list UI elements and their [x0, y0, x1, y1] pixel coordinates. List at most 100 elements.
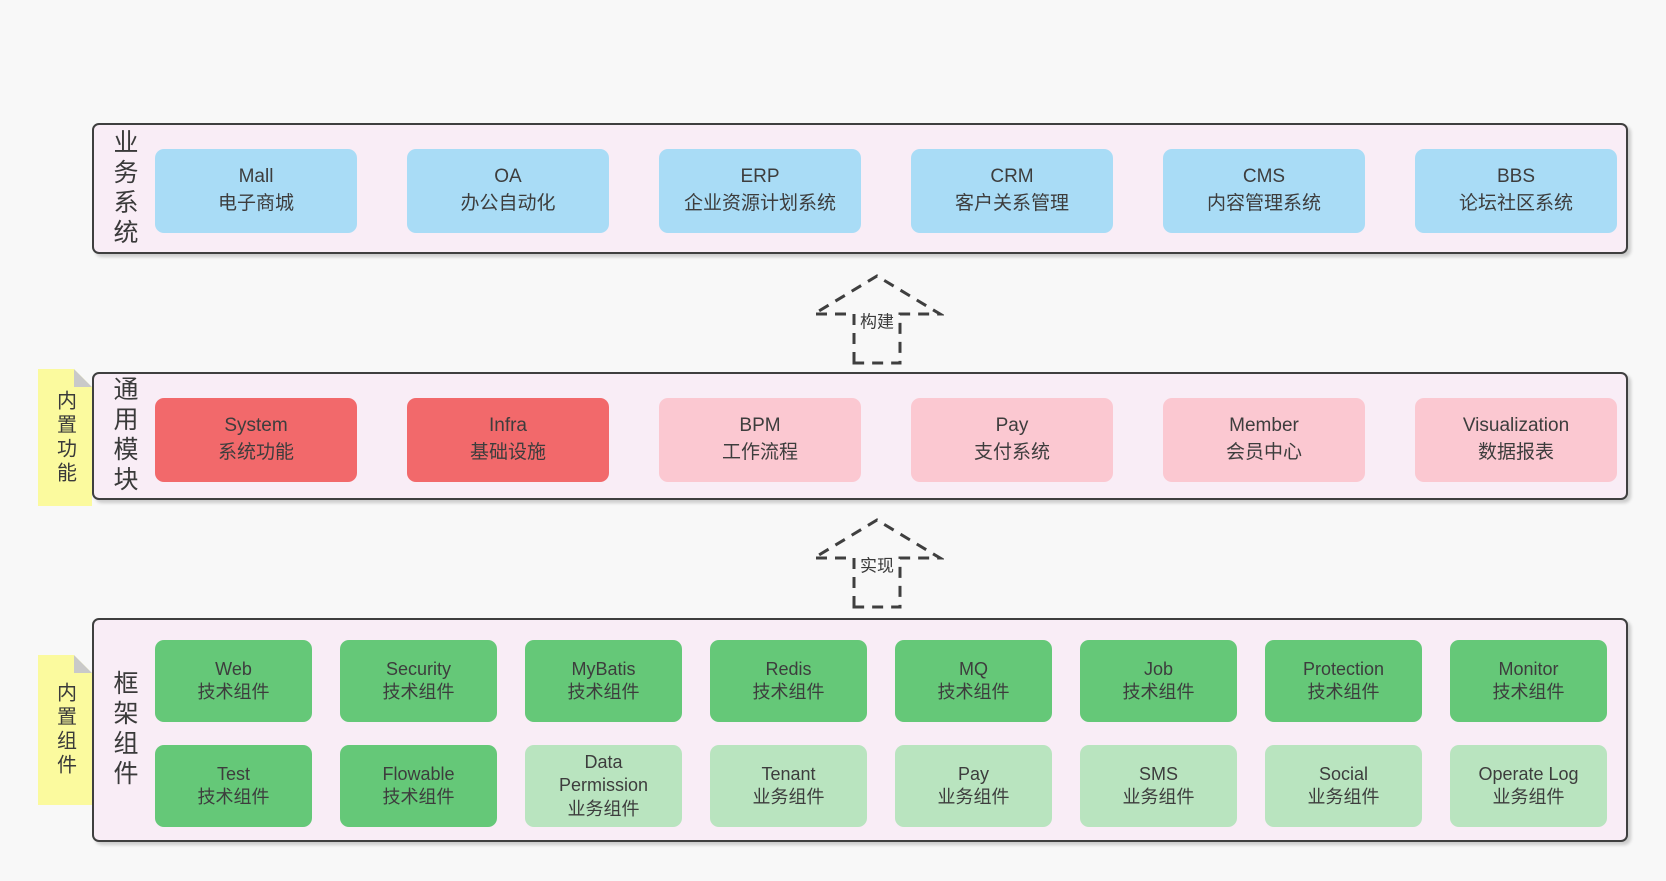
box-name: Infra — [488, 415, 528, 437]
box-name: BBS — [1496, 166, 1536, 188]
box-crm: CRM 客户关系管理 — [911, 149, 1113, 233]
box-name: Pay — [995, 415, 1029, 437]
sticky-note-label: 内置功能 — [53, 389, 76, 486]
box-name: Redis — [765, 658, 812, 679]
box-name: Data Permission — [558, 751, 649, 796]
box-desc: 技术组件 — [1492, 682, 1565, 702]
box-data-permission: Data Permission 业务组件 — [525, 745, 682, 827]
arrow-build: 构建 — [810, 272, 944, 366]
box-desc: 办公自动化 — [460, 193, 556, 214]
arrow-implement: 实现 — [810, 516, 944, 610]
box-tenant: Tenant 业务组件 — [710, 745, 867, 827]
box-name: MyBatis — [571, 658, 636, 679]
box-name: SMS — [1138, 763, 1178, 784]
box-desc: 技术组件 — [567, 682, 640, 702]
box-name: Tenant — [761, 763, 816, 784]
box-desc: 基础设施 — [469, 442, 546, 463]
sticky-note-built-in-functions: 内置功能 — [38, 369, 92, 506]
box-name: MQ — [959, 658, 988, 679]
box-system: System 系统功能 — [155, 398, 357, 482]
box-name: Social — [1318, 763, 1369, 784]
box-name: Security — [385, 658, 452, 679]
box-desc: 论坛社区系统 — [1458, 193, 1573, 214]
box-name: BPM — [739, 415, 781, 437]
components-box-row-1: Web 技术组件 Security 技术组件 MyBatis 技术组件 Redi… — [155, 640, 1607, 722]
box-monitor: Monitor 技术组件 — [1450, 640, 1607, 722]
box-desc: 业务组件 — [752, 787, 825, 807]
box-desc: 系统功能 — [217, 442, 294, 463]
box-desc: 技术组件 — [752, 682, 825, 702]
modules-box-row: System 系统功能 Infra 基础设施 BPM 工作流程 Pay 支付系统… — [155, 398, 1617, 482]
band-framework-components: 框架组件 Web 技术组件 Security 技术组件 MyBatis 技术组件… — [92, 618, 1628, 842]
box-desc: 业务组件 — [1307, 787, 1380, 807]
box-name: CRM — [990, 166, 1034, 188]
components-box-row-2: Test 技术组件 Flowable 技术组件 Data Permission … — [155, 745, 1607, 827]
band-label: 业务系统 — [110, 128, 138, 249]
box-desc: 内容管理系统 — [1206, 193, 1321, 214]
box-bpm: BPM 工作流程 — [659, 398, 861, 482]
box-desc: 数据报表 — [1477, 442, 1554, 463]
arrow-label: 实现 — [856, 550, 898, 578]
box-name: OA — [494, 166, 522, 188]
box-mall: Mall 电子商城 — [155, 149, 357, 233]
box-name: Protection — [1302, 658, 1385, 679]
box-name: Web — [215, 658, 252, 679]
box-name: Job — [1143, 658, 1174, 679]
box-visualization: Visualization 数据报表 — [1415, 398, 1617, 482]
sticky-note-label: 内置组件 — [53, 682, 76, 778]
box-name: Operate Log — [1478, 763, 1579, 784]
box-desc: 业务组件 — [1122, 787, 1195, 807]
box-desc: 客户关系管理 — [954, 193, 1069, 214]
box-redis: Redis 技术组件 — [710, 640, 867, 722]
box-name: Visualization — [1462, 415, 1570, 437]
box-protection: Protection 技术组件 — [1265, 640, 1422, 722]
box-infra: Infra 基础设施 — [407, 398, 609, 482]
sticky-note-built-in-components: 内置组件 — [38, 655, 92, 805]
box-desc: 技术组件 — [1122, 682, 1195, 702]
box-desc: 会员中心 — [1225, 442, 1302, 463]
box-name: Mall — [238, 166, 274, 188]
band-label: 框架组件 — [110, 670, 138, 790]
box-mybatis: MyBatis 技术组件 — [525, 640, 682, 722]
box-name: Test — [216, 763, 250, 784]
box-desc: 技术组件 — [937, 682, 1010, 702]
box-operate-log: Operate Log 业务组件 — [1450, 745, 1607, 827]
box-bbs: BBS 论坛社区系统 — [1415, 149, 1617, 233]
box-mq: MQ 技术组件 — [895, 640, 1052, 722]
box-desc: 技术组件 — [197, 787, 270, 807]
box-social: Social 业务组件 — [1265, 745, 1422, 827]
box-desc: 技术组件 — [382, 682, 455, 702]
box-pay-system: Pay 支付系统 — [911, 398, 1113, 482]
band-business-systems: 业务系统 Mall 电子商城 OA 办公自动化 ERP 企业资源计划系统 CRM… — [92, 123, 1628, 254]
box-name: Pay — [957, 763, 990, 784]
box-job: Job 技术组件 — [1080, 640, 1237, 722]
box-name: CMS — [1242, 166, 1286, 188]
box-name: System — [224, 415, 288, 437]
box-name: Member — [1229, 415, 1299, 437]
box-name: Flowable — [382, 763, 455, 784]
business-box-row: Mall 电子商城 OA 办公自动化 ERP 企业资源计划系统 CRM 客户关系… — [155, 149, 1617, 233]
band-common-modules: 通用模块 System 系统功能 Infra 基础设施 BPM 工作流程 Pay… — [92, 372, 1628, 500]
box-desc: 业务组件 — [937, 787, 1010, 807]
box-name: ERP — [740, 166, 780, 188]
box-desc: 支付系统 — [973, 442, 1050, 463]
box-sms: SMS 业务组件 — [1080, 745, 1237, 827]
box-security: Security 技术组件 — [340, 640, 497, 722]
box-test: Test 技术组件 — [155, 745, 312, 827]
box-cms: CMS 内容管理系统 — [1163, 149, 1365, 233]
box-member: Member 会员中心 — [1163, 398, 1365, 482]
box-desc: 技术组件 — [197, 682, 270, 702]
box-pay-component: Pay 业务组件 — [895, 745, 1052, 827]
up-arrow-icon — [810, 274, 944, 365]
box-desc: 业务组件 — [567, 798, 640, 819]
band-label: 通用模块 — [110, 376, 138, 496]
box-oa: OA 办公自动化 — [407, 149, 609, 233]
box-desc: 电子商城 — [217, 193, 294, 214]
arrow-label: 构建 — [856, 306, 898, 334]
box-desc: 技术组件 — [382, 787, 455, 807]
box-desc: 企业资源计划系统 — [683, 193, 836, 214]
up-arrow-icon — [810, 518, 944, 609]
box-erp: ERP 企业资源计划系统 — [659, 149, 861, 233]
box-desc: 技术组件 — [1307, 682, 1380, 702]
